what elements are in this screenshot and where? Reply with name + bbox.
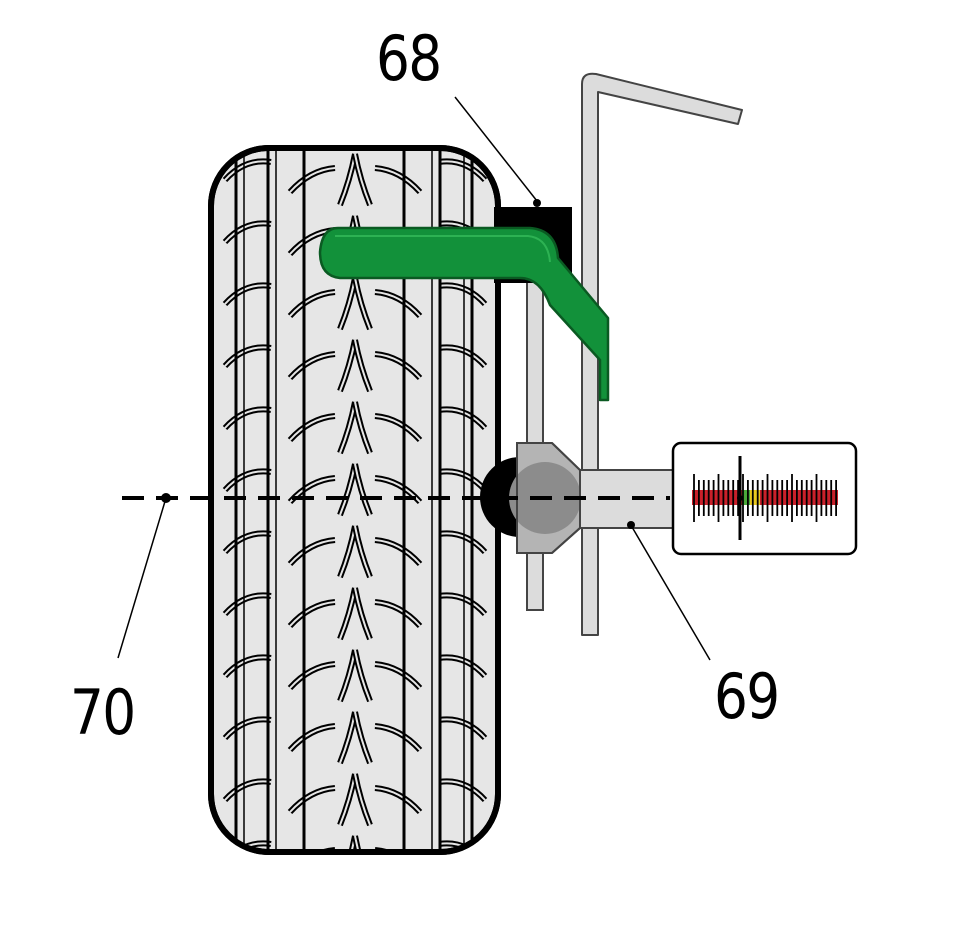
- callout-69: 69: [714, 660, 780, 733]
- wheel-clamp-icon: [318, 226, 610, 402]
- leader-lines: [117, 96, 711, 661]
- callout-70: 70: [70, 676, 136, 749]
- alignment-scale-icon: [671, 441, 858, 556]
- callout-68: 68: [376, 22, 442, 95]
